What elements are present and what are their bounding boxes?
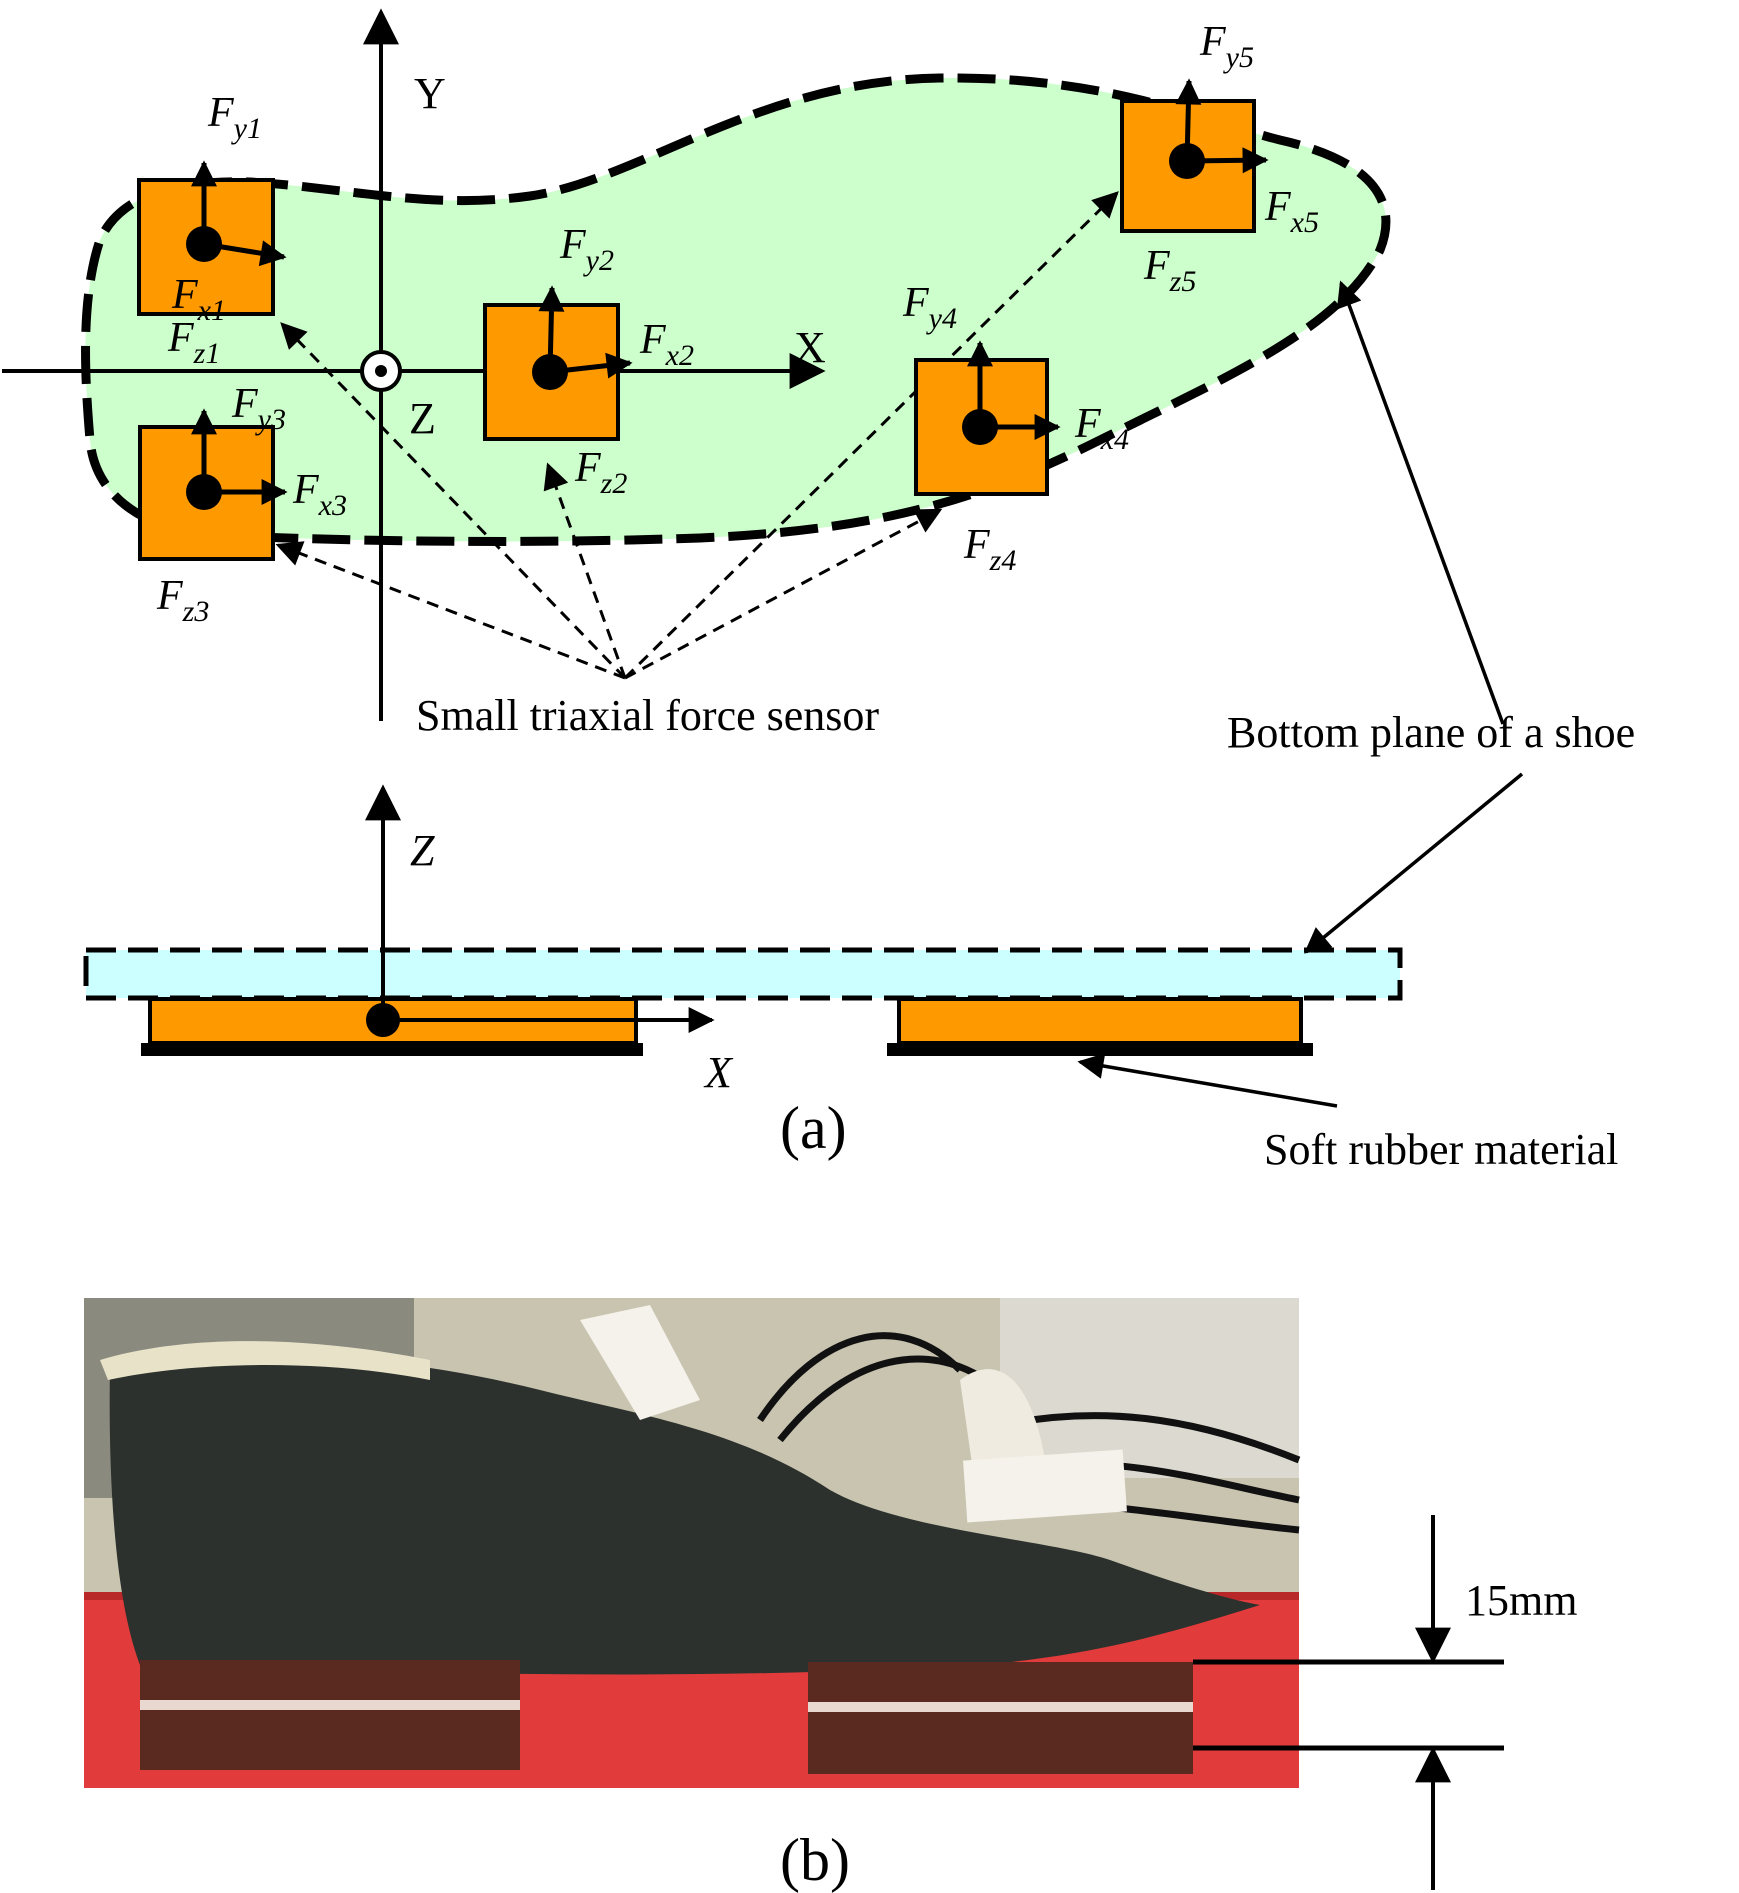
pointer-rubber (1080, 1062, 1337, 1106)
z-axis-label: Z (409, 394, 436, 443)
photo-backdrop-right (1000, 1298, 1299, 1478)
sensor-3-center (186, 474, 222, 510)
sensor-1-fy-label: Fy1 (207, 90, 262, 145)
panel-b-label: (b) (780, 1827, 850, 1893)
shoe-bottom-plate (86, 950, 1400, 998)
side-rubber-left (141, 1043, 643, 1056)
rubber-caption: Soft rubber material (1264, 1125, 1618, 1174)
sensor-3-fz-label: Fz3 (156, 573, 209, 628)
x-axis-label: X (794, 323, 826, 372)
photo-sensor-stripe-right (808, 1702, 1193, 1712)
thickness-label: 15mm (1465, 1576, 1577, 1625)
sensor-5-center (1169, 143, 1205, 179)
y-axis-label: Y (414, 69, 446, 118)
shoe-bottom-caption: Bottom plane of a shoe (1227, 708, 1635, 757)
sensor-caption: Small triaxial force sensor (416, 691, 879, 740)
side-origin-dot (366, 1003, 400, 1037)
sensor-4-fz-label: Fz4 (963, 522, 1016, 577)
photo-sensor-block-right (808, 1662, 1193, 1774)
side-rubber-right (887, 1043, 1313, 1056)
side-sensor-right (899, 999, 1301, 1043)
pointer-shoe-bottom-top (1341, 283, 1503, 724)
sensor-5-fy-label: Fy5 (1199, 19, 1254, 74)
pointer-shoe-bottom-side (1306, 774, 1522, 952)
side-x-label: X (703, 1048, 734, 1097)
photo-sensor-stripe-left (140, 1700, 520, 1710)
sensor-1-center (186, 226, 222, 262)
pointer-sensor-3 (278, 545, 625, 678)
z-axis-dot (375, 365, 387, 377)
sensor-4-center (962, 409, 998, 445)
photo-sensor-block-left (140, 1660, 520, 1770)
side-z-label: Z (410, 826, 435, 875)
panel-a-label: (a) (780, 1095, 847, 1161)
photo-strap-3 (963, 1449, 1127, 1522)
shoe-photo (84, 1298, 1299, 1788)
sensor-2-center (532, 354, 568, 390)
